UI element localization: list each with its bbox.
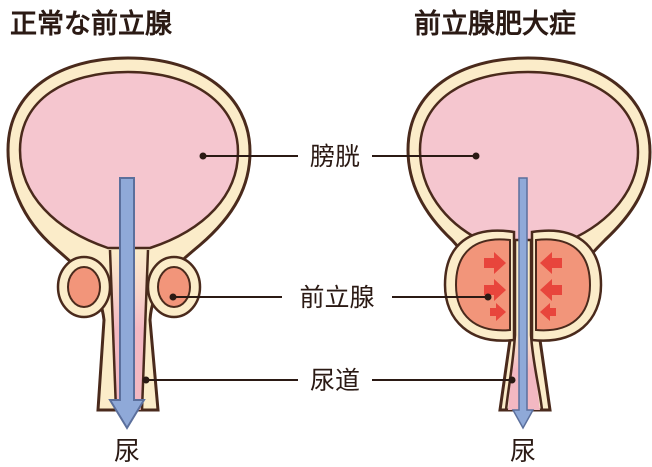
normal-prostate-figure	[6, 56, 252, 430]
label-urine-right: 尿	[510, 437, 536, 467]
compression-arrows	[484, 252, 562, 321]
bladder-right	[418, 70, 640, 242]
bladder-left	[18, 70, 240, 250]
prostate-left	[56, 255, 202, 319]
label-urine-left: 尿	[114, 437, 140, 467]
label-prostate: 前立腺	[299, 283, 374, 312]
title-bph: 前立腺肥大症	[414, 8, 576, 40]
title-normal-prostate: 正常な前立腺	[10, 8, 173, 40]
label-urethra: 尿道	[310, 366, 360, 395]
label-bladder: 膀胱	[310, 142, 360, 171]
bph-figure	[406, 56, 652, 430]
urine-stream-arrow-right	[511, 177, 535, 430]
leader-lines	[146, 155, 512, 381]
urine-stream-arrow-left	[108, 177, 146, 430]
